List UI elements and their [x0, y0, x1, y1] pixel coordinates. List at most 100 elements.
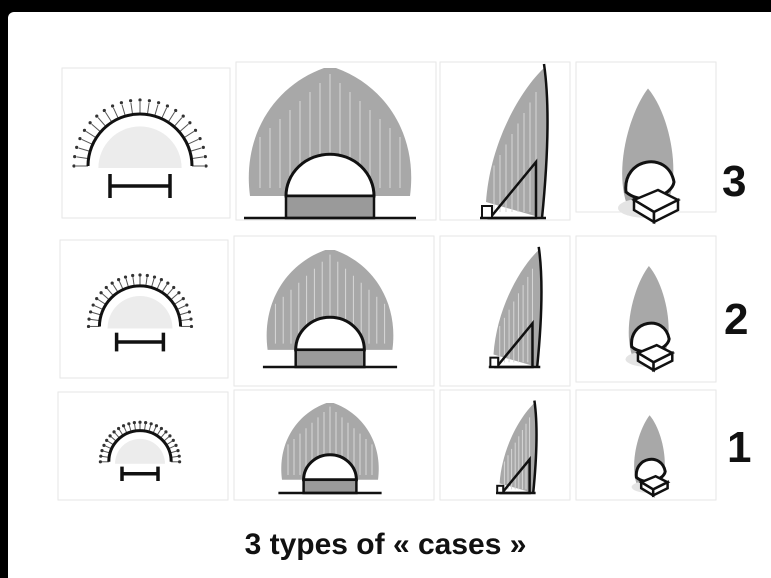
ray-dot	[166, 282, 169, 285]
row-case-2	[87, 247, 672, 370]
ray-dot	[131, 274, 134, 277]
ray-dot	[150, 422, 153, 425]
ray	[187, 139, 198, 144]
radial-view	[72, 98, 207, 198]
ray-dot	[105, 286, 108, 289]
ray-dot	[182, 115, 185, 118]
ray	[82, 139, 93, 144]
smoke-plume	[493, 250, 541, 367]
source-box	[490, 358, 498, 367]
ray-dot	[111, 104, 114, 107]
ray-dot	[89, 121, 92, 124]
ray-dot	[168, 434, 171, 437]
ray-dot	[129, 99, 132, 102]
slope-view	[496, 401, 537, 493]
section-view	[263, 250, 397, 367]
ray-dot	[172, 439, 175, 442]
ray-dot	[75, 146, 78, 149]
radial-view	[99, 421, 181, 481]
ray-dot	[174, 444, 177, 447]
ray-dot	[198, 137, 201, 140]
ray-dot	[103, 109, 106, 112]
source-box	[482, 206, 492, 218]
ray-dot	[99, 460, 102, 463]
ray	[79, 148, 91, 151]
ray-dot	[176, 449, 179, 452]
dome-shading	[115, 439, 165, 464]
figure-caption: 3 types of « cases »	[0, 528, 771, 562]
ray-dot	[189, 318, 192, 321]
plan-view	[625, 266, 672, 370]
ray	[92, 124, 101, 132]
ray-dot	[102, 444, 105, 447]
ray-dot	[111, 282, 114, 285]
ray-dot	[148, 99, 151, 102]
ray	[105, 112, 111, 122]
ray-dot	[194, 129, 197, 132]
ray-dot	[117, 427, 120, 430]
ray-dot	[160, 278, 163, 281]
slope-view	[489, 247, 542, 367]
ray-dot	[188, 310, 191, 313]
ray-dot	[144, 421, 147, 424]
ray	[122, 105, 125, 117]
ray-dot	[202, 146, 205, 149]
ray-dot	[87, 325, 90, 328]
ray-dot	[157, 101, 160, 104]
ray-dot	[204, 155, 207, 158]
section-view	[278, 403, 381, 493]
ray-dot	[92, 303, 95, 306]
ray	[174, 118, 182, 127]
ray	[168, 112, 174, 122]
ray-dot	[190, 325, 193, 328]
ray	[113, 108, 118, 119]
ray-dot	[122, 424, 125, 427]
ray-dot	[78, 137, 81, 140]
ray-dot	[174, 109, 177, 112]
ray-dot	[124, 275, 127, 278]
ray-dot	[178, 455, 181, 458]
ray-dot	[95, 297, 98, 300]
ray-dot	[185, 303, 188, 306]
row-label-1: 1	[727, 426, 751, 470]
ray-dot	[177, 291, 180, 294]
ray-dot	[204, 164, 207, 167]
base-box	[304, 480, 357, 493]
ray-dot	[100, 449, 103, 452]
ray-dot	[73, 155, 76, 158]
ray-dot	[178, 460, 181, 463]
ray-dot	[99, 291, 102, 294]
row-case-3	[72, 64, 678, 222]
dome-shading	[98, 126, 181, 168]
radial-view	[87, 273, 193, 351]
ray-dot	[112, 430, 115, 433]
ray	[184, 131, 194, 137]
ray-dot	[133, 421, 136, 424]
ray-dot	[182, 297, 185, 300]
row-label-3: 3	[722, 160, 746, 204]
ray-dot	[138, 273, 141, 276]
base-box	[286, 196, 374, 218]
ray-dot	[83, 129, 86, 132]
ray-dot	[89, 310, 92, 313]
ray-dot	[95, 115, 98, 118]
ray-dot	[120, 101, 123, 104]
ray	[155, 105, 158, 117]
ray-dot	[160, 427, 163, 430]
plan-view	[632, 415, 668, 495]
ray-dot	[172, 286, 175, 289]
row-label-2: 2	[724, 298, 748, 342]
ray	[190, 148, 202, 151]
ray	[147, 103, 149, 115]
ray-dot	[99, 455, 102, 458]
section-view	[244, 68, 416, 218]
ray	[162, 108, 167, 119]
ray-dot	[117, 278, 120, 281]
ray-dot	[127, 422, 130, 425]
ray-dot	[108, 434, 111, 437]
ray	[179, 124, 188, 132]
ray-dot	[138, 98, 141, 101]
ray	[98, 118, 106, 127]
row-case-1	[99, 401, 668, 496]
